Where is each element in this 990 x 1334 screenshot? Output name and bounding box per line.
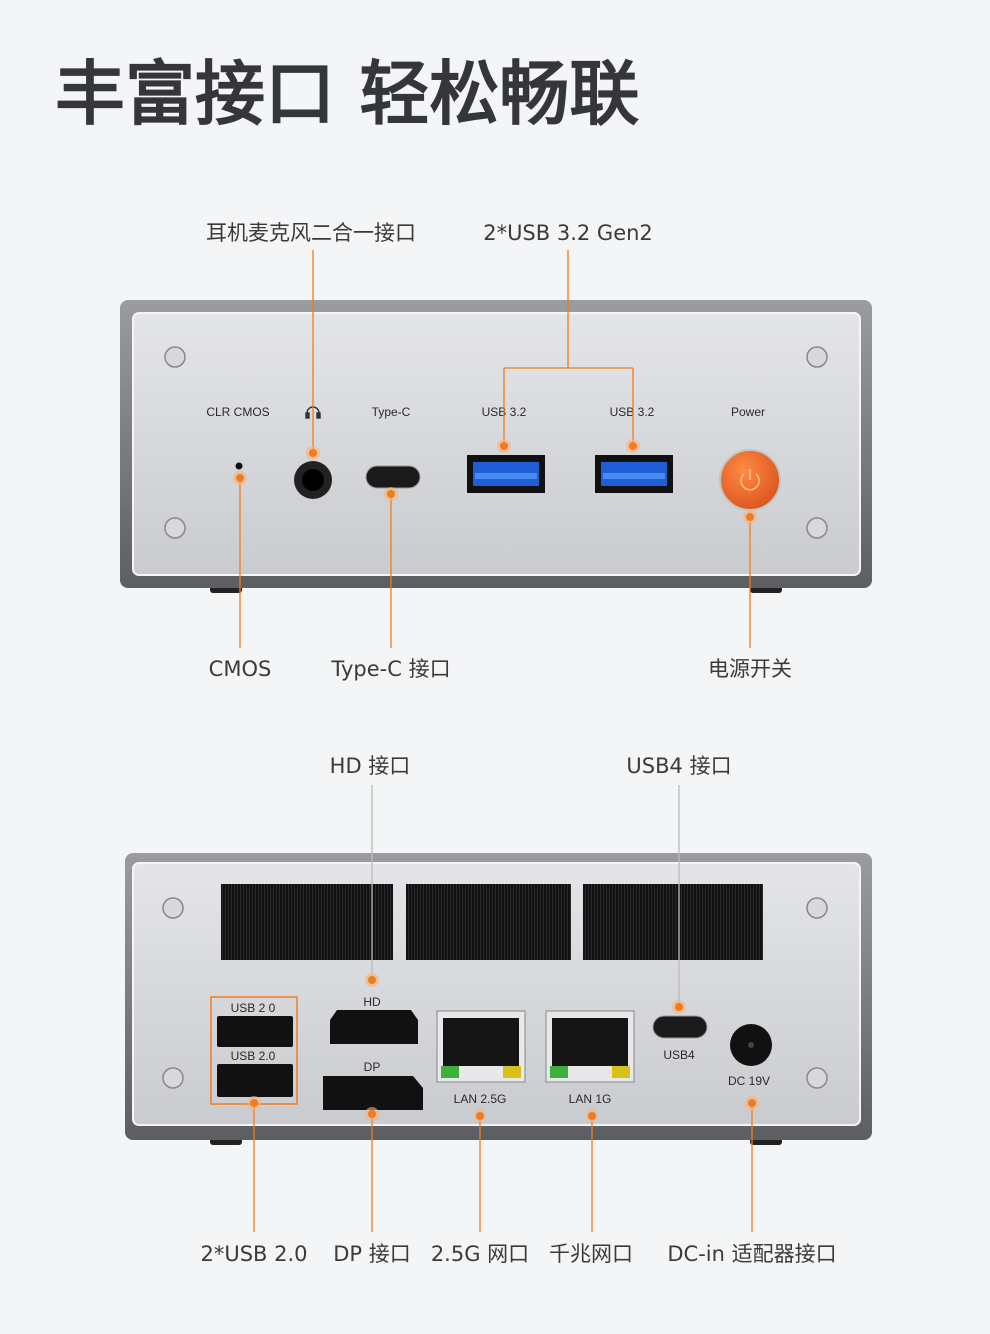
port-label-dp: DP (364, 1060, 381, 1074)
callout-usb4: USB4 接口 (626, 754, 731, 778)
port-label-hd: HD (363, 995, 381, 1009)
port-label-lan-25g: LAN 2.5G (454, 1092, 507, 1106)
screw-icon (162, 897, 828, 1089)
callout-cmos: CMOS (209, 657, 272, 681)
port-label-dc19v: DC 19V (728, 1074, 770, 1088)
screw-icon (164, 346, 828, 539)
port-label-usb4: USB4 (663, 1048, 695, 1062)
usb20-port-2 (217, 1064, 293, 1097)
power-icon (740, 473, 760, 491)
usb32-port-2 (595, 455, 673, 493)
dc-jack (730, 1024, 772, 1066)
rear-panel: USB 2 0 USB 2.0 HD DP USB4 DC 19V (125, 853, 872, 1145)
hdmi-port (330, 1010, 418, 1044)
callout-lan-1g: 千兆网口 (549, 1242, 633, 1266)
callout-audio-jack: 耳机麦克风二合一接口 (206, 221, 416, 245)
clr-cmos-hole (235, 462, 243, 470)
front-callout-lines (233, 250, 757, 648)
callout-dp: DP 接口 (333, 1242, 411, 1266)
usb20-port-1 (217, 1016, 293, 1047)
port-label-usb20-2: USB 2.0 (231, 1049, 276, 1063)
lan-25g-port (436, 1010, 526, 1083)
port-label-usb32-2: USB 3.2 (610, 405, 655, 419)
callout-type-c: Type-C 接口 (330, 657, 450, 681)
port-label-usb20-1: USB 2 0 (231, 1001, 276, 1015)
front-panel: CLR CMOS Type-C USB 3.2 USB 3.2 Power (120, 300, 872, 593)
callout-usb32: 2*USB 3.2 Gen2 (483, 221, 653, 245)
lan-1g-port (545, 1010, 635, 1083)
callout-usb20: 2*USB 2.0 (200, 1242, 307, 1266)
power-button (719, 449, 781, 511)
callout-hd: HD 接口 (330, 754, 411, 778)
port-label-power: Power (731, 405, 765, 419)
vent-grille (221, 884, 763, 960)
page-title: 丰富接口 轻松畅联 (55, 53, 639, 135)
audio-jack (294, 461, 332, 499)
rear-callout-lines (247, 785, 759, 1232)
port-label-lan-1g: LAN 1G (569, 1092, 612, 1106)
usb4-port (652, 1015, 708, 1039)
type-c-port (365, 465, 421, 489)
callout-lan-25g: 2.5G 网口 (431, 1242, 529, 1266)
callout-power: 电源开关 (708, 657, 792, 681)
displayport-port (323, 1076, 423, 1110)
port-label-type-c: Type-C (372, 405, 411, 419)
usb32-port-1 (467, 455, 545, 493)
port-label-clr-cmos: CLR CMOS (206, 405, 269, 419)
callout-dc-in: DC-in 适配器接口 (667, 1242, 836, 1266)
